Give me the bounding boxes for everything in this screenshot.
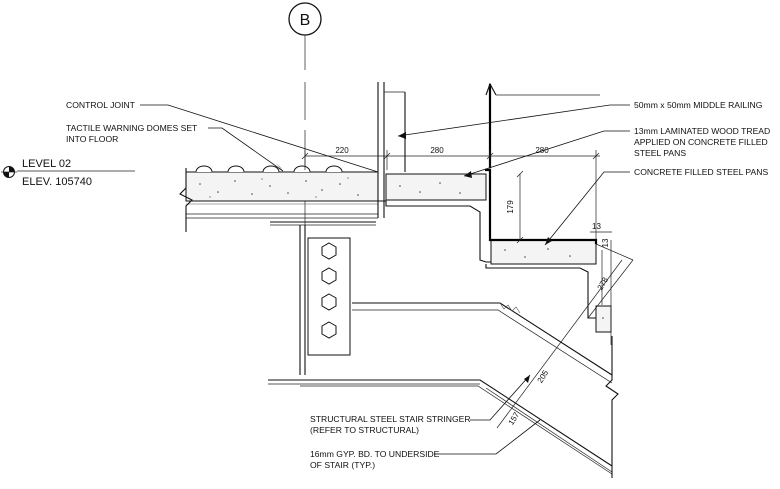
level-name: LEVEL 02 (22, 158, 71, 170)
svg-text:CONTROL JOINT: CONTROL JOINT (66, 100, 136, 110)
svg-text:13mm LAMINATED WOOD TREAD: 13mm LAMINATED WOOD TREAD (634, 126, 770, 136)
dim-278: 278 (596, 275, 611, 292)
note-control-joint: CONTROL JOINT (66, 100, 379, 173)
svg-text:(REFER TO STRUCTURAL): (REFER TO STRUCTURAL) (310, 425, 419, 435)
stair-pans (378, 168, 612, 345)
grid-line-b: B (288, 2, 322, 230)
dim-13-a: 13 (592, 222, 601, 231)
dim-179: 179 (506, 200, 515, 214)
dim-280-a: 280 (430, 146, 444, 155)
svg-text:CONCRETE FILLED STEEL PANS: CONCRETE FILLED STEEL PANS (634, 167, 768, 177)
svg-text:INTO FLOOR: INTO FLOOR (66, 134, 118, 144)
note-stringer: STRUCTURAL STEEL STAIR STRINGER (REFER T… (310, 374, 531, 435)
note-gyp: 16mm GYP. BD. TO UNDERSIDE OF STAIR (TYP… (310, 419, 541, 470)
level-elevation: ELEV. 105740 (22, 176, 92, 188)
steel-beam (268, 221, 500, 385)
note-pans: CONCRETE FILLED STEEL PANS (544, 167, 768, 246)
svg-text:50mm x 50mm MIDDLE RAILING: 50mm x 50mm MIDDLE RAILING (634, 100, 763, 110)
dim-220: 220 (335, 146, 349, 155)
tactile-domes (195, 165, 343, 173)
railing (377, 82, 600, 218)
level-target-icon (1, 166, 17, 178)
svg-text:STRUCTURAL STEEL STAIR STRINGE: STRUCTURAL STEEL STAIR STRINGER (310, 414, 471, 424)
dim-205: 205 (536, 368, 551, 385)
svg-text:OF STAIR (TYP.): OF STAIR (TYP.) (310, 460, 375, 470)
svg-text:APPLIED ON CONCRETE FILLED: APPLIED ON CONCRETE FILLED (634, 137, 768, 147)
dim-13-b: 13 (601, 238, 610, 247)
svg-text:TACTILE WARNING DOMES SET: TACTILE WARNING DOMES SET (66, 123, 198, 133)
bolt-icons (321, 242, 337, 339)
svg-text:16mm GYP. BD. TO UNDERSIDE: 16mm GYP. BD. TO UNDERSIDE (310, 449, 440, 459)
floor-slab (179, 165, 379, 232)
stringer-soffit (300, 302, 619, 478)
note-middle-railing: 50mm x 50mm MIDDLE RAILING (397, 100, 763, 139)
grid-bubble-label: B (300, 12, 311, 29)
note-tread: 13mm LAMINATED WOOD TREAD APPLIED ON CON… (463, 126, 770, 178)
level-marker: LEVEL 02 ELEV. 105740 (1, 158, 135, 188)
note-tactile: TACTILE WARNING DOMES SET INTO FLOOR (66, 123, 284, 172)
svg-text:STEEL PANS: STEEL PANS (634, 148, 686, 158)
